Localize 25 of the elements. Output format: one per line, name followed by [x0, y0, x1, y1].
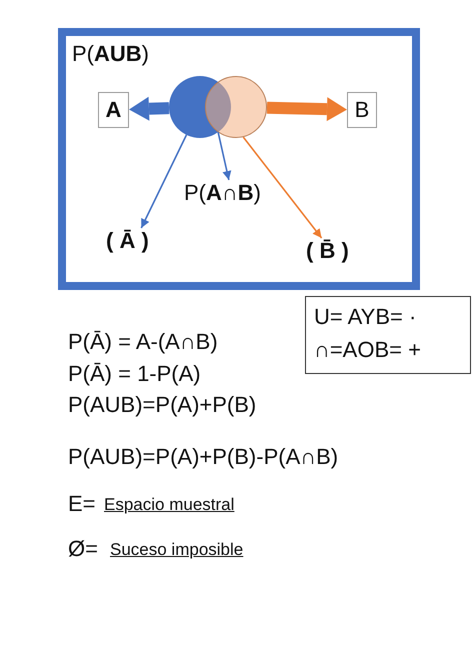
heading-text: P(AUB) — [72, 42, 149, 66]
symbol-text: Ø= — [68, 537, 98, 562]
formula-text: P(AUB)=P(A)+P(B) — [68, 393, 256, 418]
block-arrow — [266, 97, 347, 122]
definition-text: Suceso imposible — [110, 541, 244, 560]
symbol-text: E= — [68, 492, 96, 516]
formula-text: P(AUB)=P(A)+P(B)-P(A∩B) — [68, 445, 338, 470]
arrow — [217, 132, 232, 180]
intersection-label: P(A∩B) — [184, 180, 280, 208]
notation-line: U= AYB= · — [314, 305, 416, 330]
frame-box — [58, 28, 420, 290]
block-arrow — [129, 96, 170, 121]
set-circle — [205, 76, 267, 138]
set-label-box: B — [347, 92, 377, 128]
notation-line: ∩=AOB= + — [314, 338, 421, 362]
formula-text: P(Ā) = 1-P(A) — [68, 362, 201, 386]
definition-text: Espacio muestral — [104, 496, 234, 515]
set-label-box: A — [98, 92, 129, 128]
notation-box — [305, 296, 471, 374]
arrow — [140, 134, 188, 228]
complement-label: ( Ā ) — [106, 228, 162, 258]
arrow — [242, 136, 322, 238]
complement-label: ( B̄ ) — [306, 238, 362, 270]
set-circle — [169, 76, 231, 138]
formula-text: P(Ā) = A-(A∩B) — [68, 330, 218, 354]
